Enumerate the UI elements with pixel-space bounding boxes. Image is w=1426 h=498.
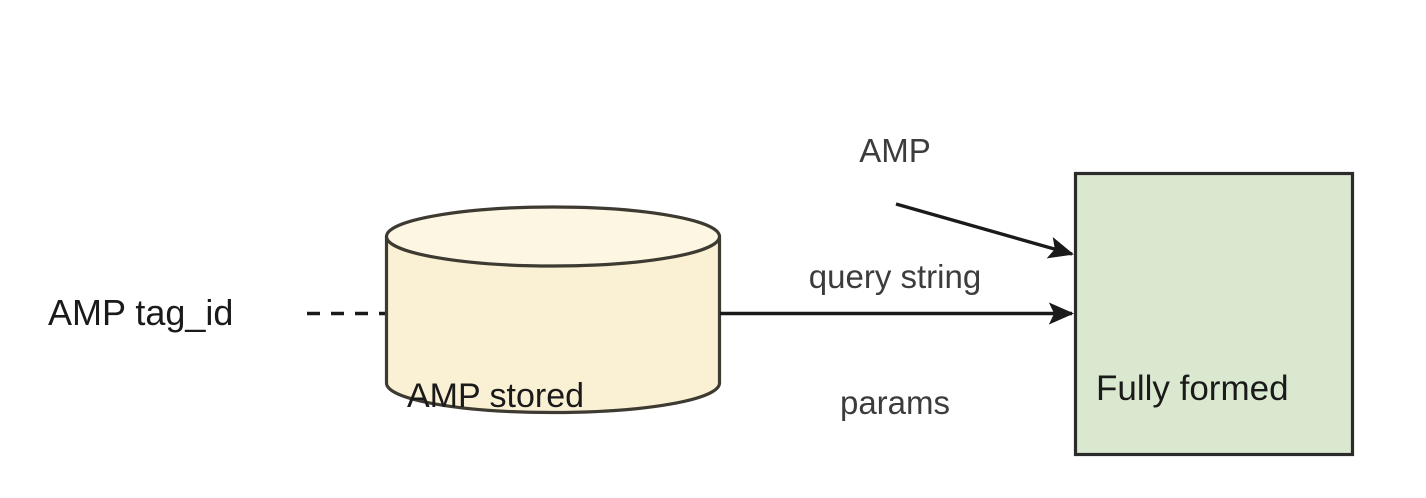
output-box-rect [1073,171,1355,457]
params-label-line-1: AMP [859,132,931,169]
datastore-label-line-1: AMP stored [407,377,585,415]
params-label-line-3: params [839,384,951,421]
input-label-amp-tag-id: AMP tag_id [48,292,234,333]
connector-params-to-output [895,202,1074,259]
datastore-cylinder-top [384,205,722,268]
datastore-label: AMP stored request template [407,281,660,498]
output-box-label-line-1: Fully formed [1096,369,1289,408]
datastore-cylinder-body [384,234,722,415]
output-box-label: Fully formed ORTB [1096,271,1289,498]
params-label: AMP query string params [795,46,995,498]
params-label-line-2: query string [808,258,982,295]
